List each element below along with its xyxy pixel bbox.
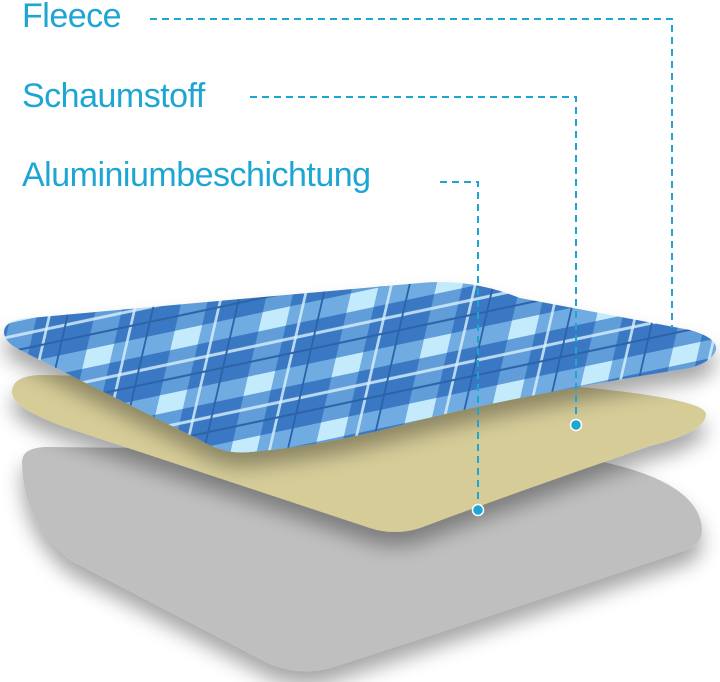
foam-label: Schaumstoff — [22, 77, 205, 115]
leader-foam — [250, 96, 577, 420]
leader-aluminium — [440, 181, 479, 505]
leader-fleece — [150, 18, 673, 328]
foam-marker-dot — [569, 418, 583, 432]
aluminium-layer — [22, 447, 702, 672]
aluminium-marker-dot — [471, 503, 485, 517]
fleece-label: Fleece — [22, 0, 122, 35]
aluminium-label: Aluminiumbeschichtung — [22, 156, 371, 194]
fleece-layer — [4, 282, 717, 453]
